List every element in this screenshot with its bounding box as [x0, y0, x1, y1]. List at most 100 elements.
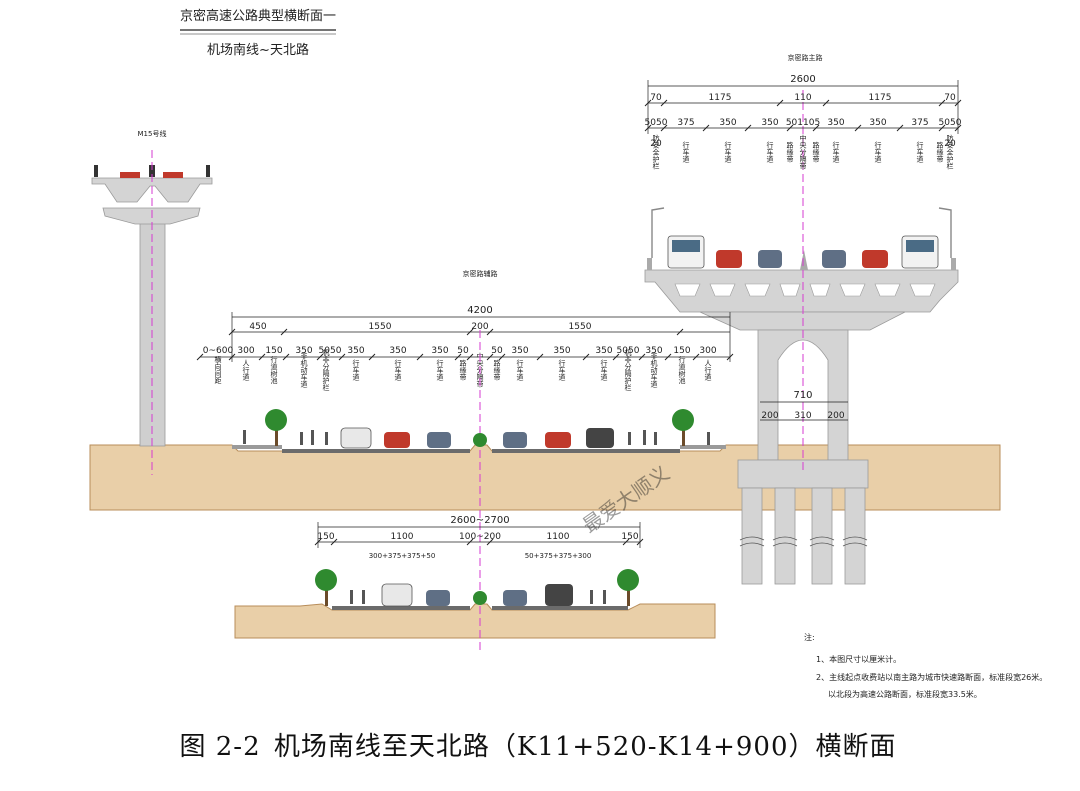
m15-rail-mid [149, 165, 155, 177]
aux-dim-row2-value: 350 [347, 346, 364, 356]
aux-dim-row1-value: 1550 [369, 322, 392, 332]
main-lane-label: 行车道 [916, 141, 924, 164]
main-lane-label: 行车道 [766, 141, 774, 164]
main-lane-label: 路缘带 [812, 141, 820, 164]
main-deck-cells [674, 283, 936, 297]
dimension-tick [692, 353, 700, 361]
m15-girder [91, 177, 213, 203]
dimension-tick [314, 538, 322, 546]
dimension-tick [954, 99, 962, 107]
lower-composition-left: 300+375+375+50 [369, 552, 436, 560]
dimension-tick [258, 353, 266, 361]
main-road-label: 京密路主路 [788, 53, 823, 62]
drawing-title: 京密高速公路典型横断面一 [180, 8, 336, 24]
main-lane-label: 中央分隔带 [799, 134, 807, 171]
m15-train-right [163, 172, 183, 178]
aux-lane-label: 机非分隔护栏 [624, 348, 632, 392]
main-total-width: 2600 [790, 74, 815, 85]
main-dim-row1-value: 1175 [709, 93, 732, 103]
dimension-tick [416, 353, 424, 361]
main-lane-label: 防安全护栏 [652, 134, 660, 171]
dimension-tick [486, 538, 494, 546]
pier-dimension-lines [760, 401, 848, 421]
main-footing [737, 459, 869, 489]
pedestrians-lower [350, 590, 606, 604]
m15-rail-left [94, 165, 98, 177]
aux-lane-label: 行车道 [394, 359, 402, 382]
aux-road-label: 京密路辅路 [463, 269, 498, 278]
median-shrub-lower [473, 591, 487, 605]
dimension-tick [776, 99, 784, 107]
aux-dim-row2-value: 350 [295, 346, 312, 356]
main-dim-row2-value: 375 [911, 118, 928, 128]
main-lane-label: 路缘带 [936, 141, 944, 164]
aux-dim-row2-value: 5050 [319, 346, 342, 356]
aux-lane-label: 行车道 [352, 359, 360, 382]
main-lane-label: 路缘带 [786, 141, 794, 164]
main-parapet-left [647, 258, 652, 270]
figure-number: 图 2-2 [179, 732, 261, 762]
asphalt-left [282, 449, 470, 453]
dimension-tick [316, 353, 324, 361]
dimension-tick [644, 124, 652, 132]
main-lane-label: 行车道 [832, 141, 840, 164]
dimension-tick [822, 99, 830, 107]
dimension-tick [786, 124, 794, 132]
main-median-barrier [800, 250, 808, 270]
lower-dimension-lines [317, 522, 641, 548]
aux-lane-label: 行车道 [558, 359, 566, 382]
aux-dim-row1-value: 200 [471, 322, 488, 332]
dimension-tick [466, 353, 474, 361]
aux-lane-label: 人行道 [704, 360, 712, 382]
dimension-tick [660, 124, 668, 132]
aux-lane-label: 行道树池 [270, 355, 278, 384]
main-light-left [651, 207, 665, 258]
aux-dim-row2-value: 350 [595, 346, 612, 356]
dimension-tick [702, 124, 710, 132]
dimension-tick [612, 353, 620, 361]
aux-lane-label: 行车道 [516, 359, 524, 382]
dimension-tick [896, 124, 904, 132]
lower-total-width: 2600~2700 [450, 515, 509, 526]
main-lane-label: 行车道 [724, 141, 732, 164]
figure-title: 机场南线至天北路（K11+520-K14+900）横断面 [273, 732, 897, 762]
aux-dim-row2-value: 300 [699, 346, 716, 356]
dimension-tick [338, 353, 346, 361]
dimension-tick [812, 124, 820, 132]
main-light-right [938, 207, 952, 258]
drawing-subtitle: 机场南线~天北路 [207, 42, 309, 58]
dimension-tick [330, 538, 338, 546]
notes-title: 注: [804, 632, 815, 642]
dimension-tick [622, 538, 630, 546]
aux-dim-row2-value: 350 [431, 346, 448, 356]
dimension-tick [938, 99, 946, 107]
main-dim-row2-value: 5050 [939, 118, 962, 128]
aux-dim-row2-value: 5050 [617, 346, 640, 356]
aux-lane-label: 非机动车道 [300, 352, 308, 389]
dimension-tick [498, 353, 506, 361]
tree-upper-left [265, 409, 287, 446]
m15-rail-right [206, 165, 210, 177]
aux-lane-label: 路缘带 [493, 359, 501, 382]
main-dim-20-left: 20 [650, 139, 662, 149]
main-parapet-right [951, 258, 956, 270]
aux-lane-label: 人行道 [242, 360, 250, 382]
aux-dim-row2-value: 150 [265, 346, 282, 356]
dimension-tick [744, 124, 752, 132]
main-dim-row2-value: 375 [677, 118, 694, 128]
dimension-tick [486, 328, 494, 336]
aux-lane-label: 机非分隔护栏 [322, 348, 330, 392]
dimension-tick [676, 328, 684, 336]
tree-lower-right [617, 569, 639, 606]
lower-dim-row1-value: 100~200 [459, 532, 501, 542]
dimension-tick [368, 353, 376, 361]
aux-lane-label: 横向间距 [214, 355, 222, 384]
main-lane-labels: 防安全护栏行车道行车道行车道路缘带中央分隔带路缘带行车道行车道行车道路缘带防安全… [652, 134, 954, 171]
dimension-tick [582, 353, 590, 361]
lower-dim-row1-value: 1100 [547, 532, 570, 542]
